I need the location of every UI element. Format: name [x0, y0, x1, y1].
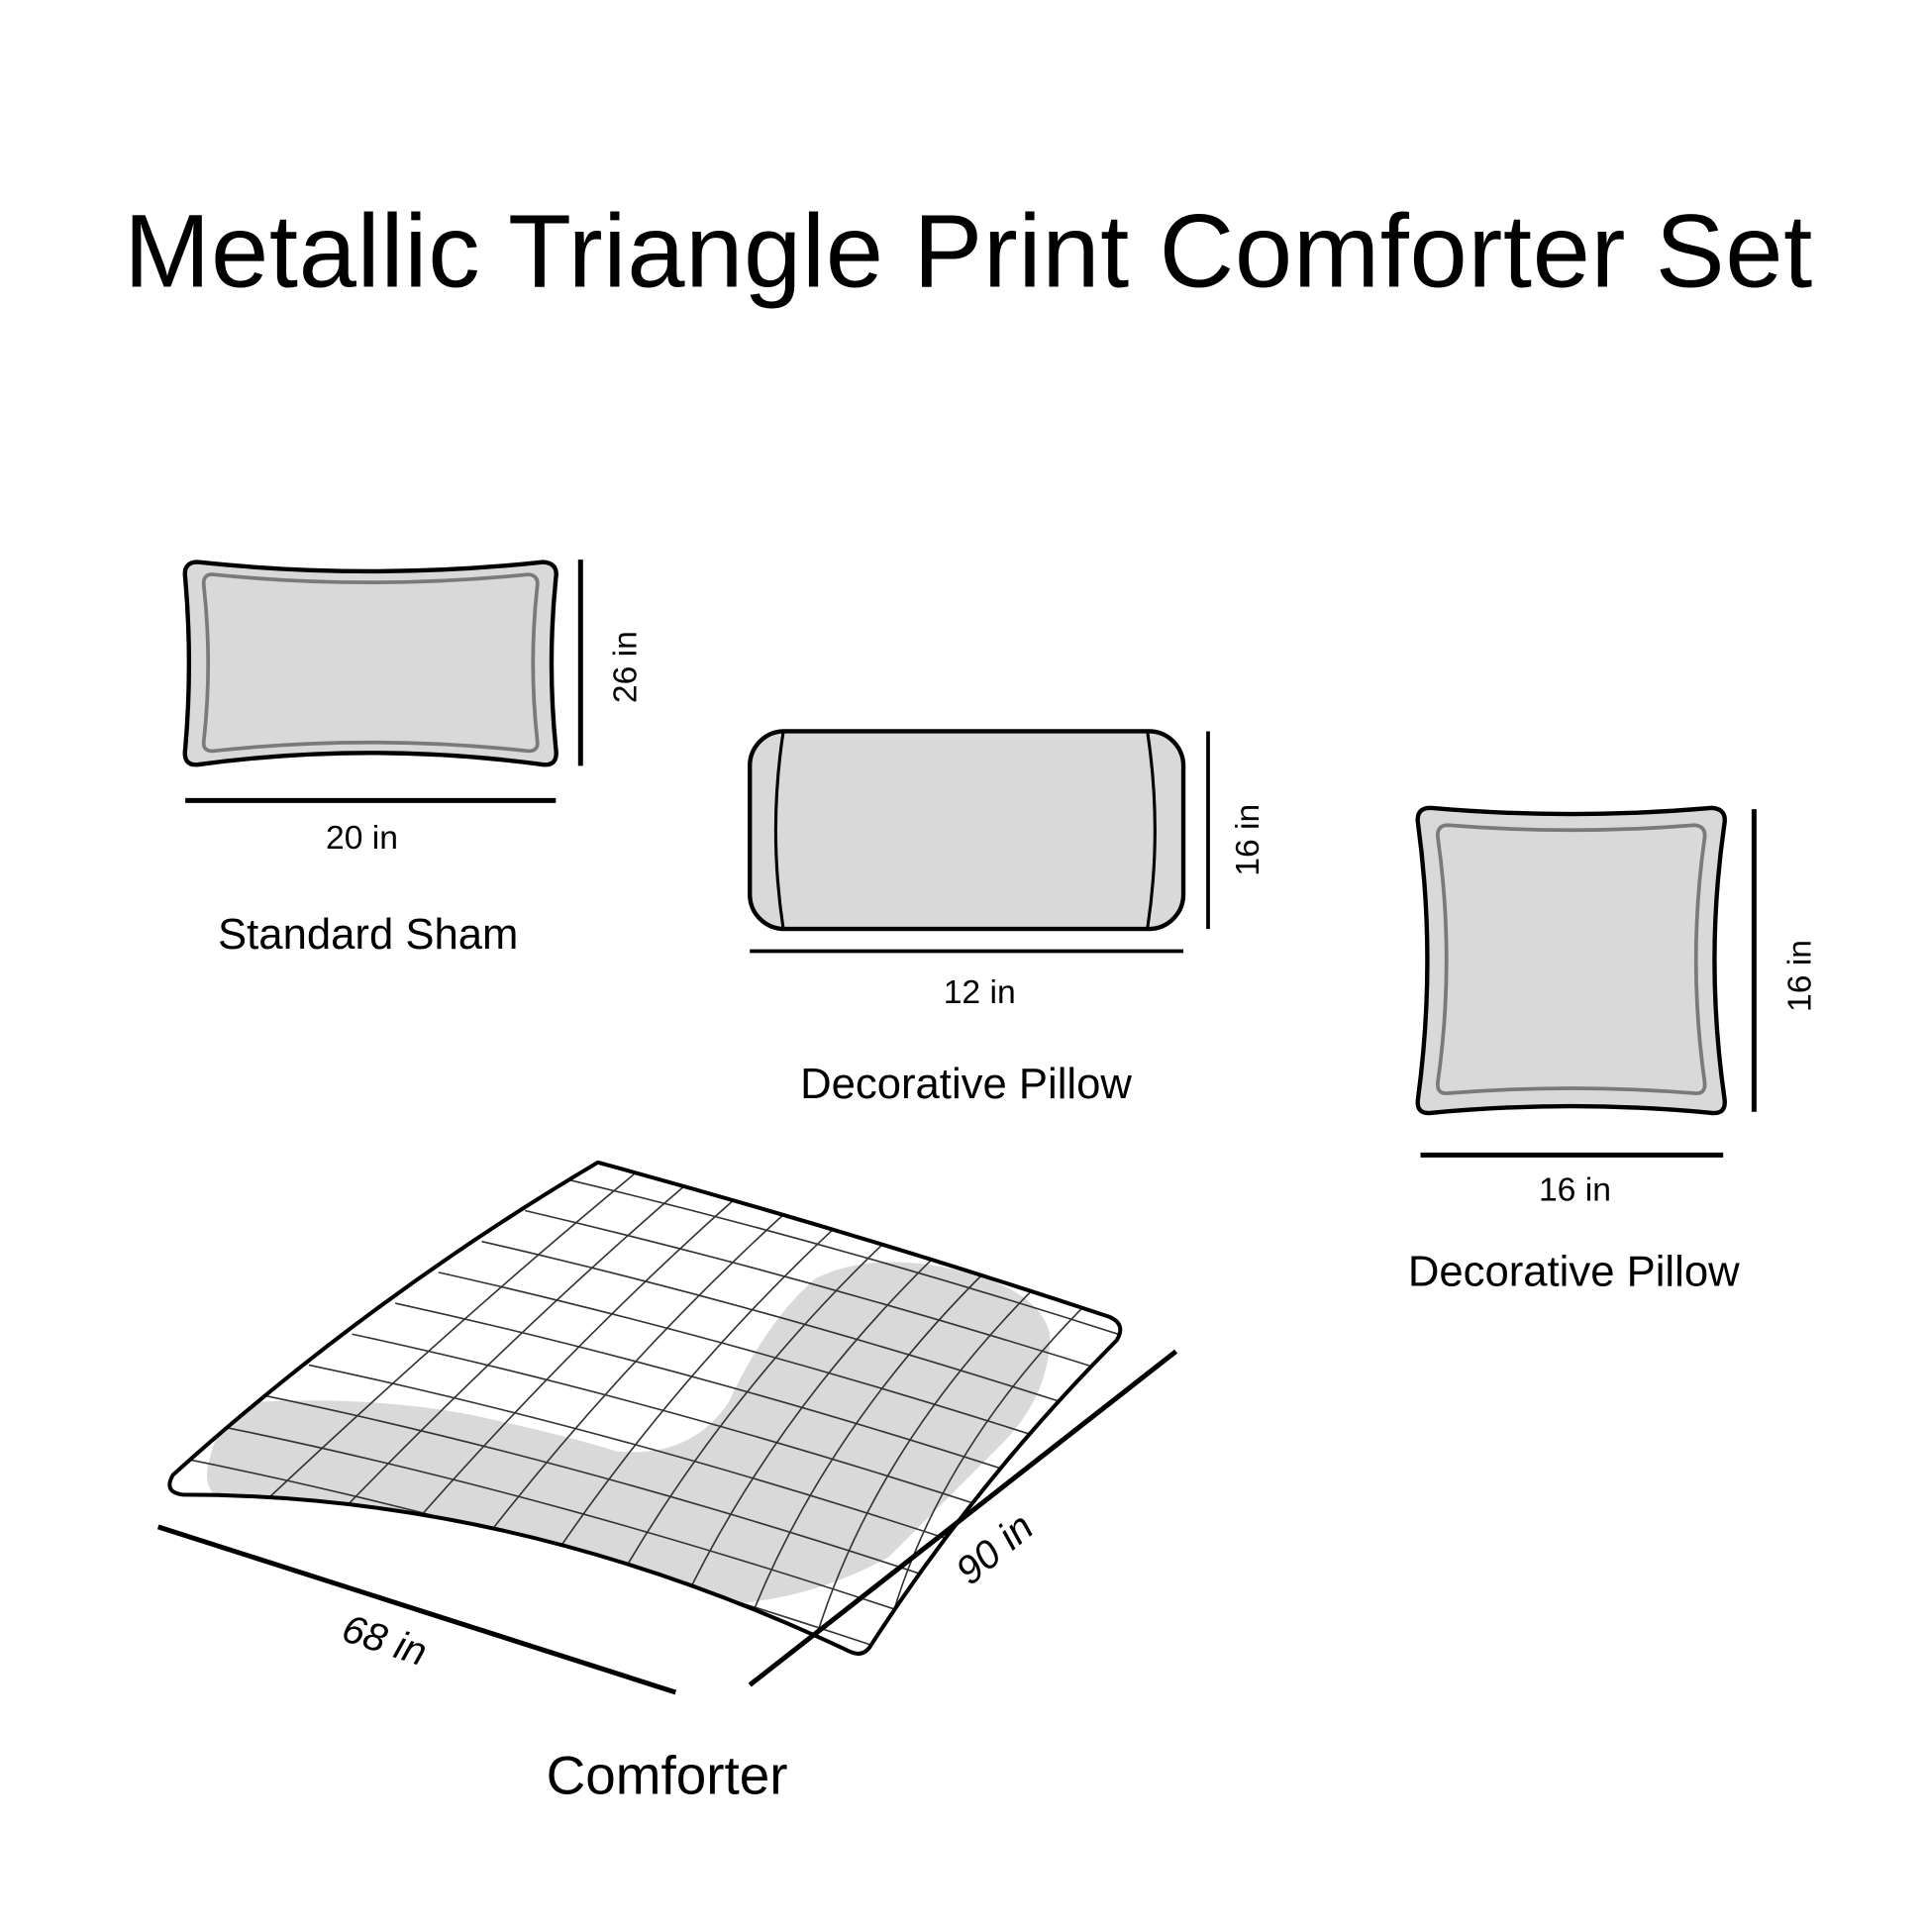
square-pillow-width-label: 16 in [1539, 1172, 1611, 1209]
sham-name-label: Standard Sham [218, 910, 518, 959]
square-pillow-outline [1415, 805, 1727, 1116]
bolster-outline [748, 729, 1186, 932]
sham-piping [201, 572, 540, 754]
square-pillow-name-label: Decorative Pillow [1408, 1248, 1740, 1296]
comforter-grid [178, 1167, 1121, 1654]
comforter-width-label: 68 in [337, 1606, 432, 1675]
sham-outline [182, 559, 558, 767]
comforter-outline [167, 1160, 1123, 1656]
square-pillow-piping [1436, 823, 1707, 1095]
bolster-name-label: Decorative Pillow [800, 1060, 1132, 1108]
bolster-decorative-pillow: 12 in 16 in Decorative Pillow [748, 729, 1267, 1108]
comforter-length-dimension-line [748, 1349, 1178, 1687]
comforter: 68 in 90 in Comforter [156, 1160, 1178, 1805]
comforter-width-dimension-line [156, 1524, 677, 1695]
bolster-left-seam [773, 732, 785, 929]
square-decorative-pillow: 16 in 16 in Decorative Pillow [1408, 805, 1819, 1296]
square-pillow-height-label: 16 in [1782, 940, 1819, 1012]
sham-width-label: 20 in [326, 820, 398, 857]
page-title: Metallic Triangle Print Comforter Set [124, 193, 1813, 309]
bolster-height-label: 16 in [1230, 804, 1267, 876]
sham-height-label: 26 in [607, 631, 644, 703]
bolster-width-label: 12 in [944, 974, 1016, 1011]
comforter-name-label: Comforter [547, 1744, 788, 1805]
standard-sham: 20 in 26 in Standard Sham [182, 559, 644, 959]
bolster-right-seam [1146, 732, 1157, 929]
